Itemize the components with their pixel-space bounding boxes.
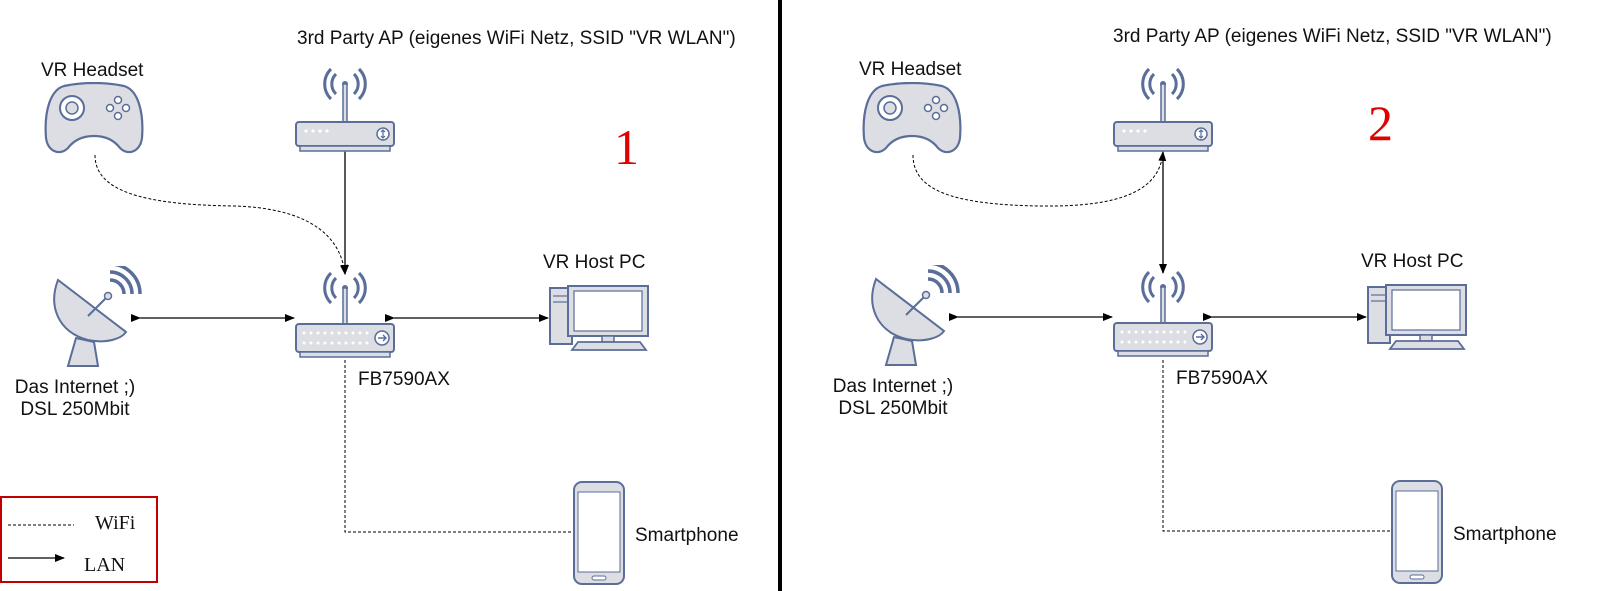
ap-label: 3rd Party AP (eigenes WiFi Netz, SSID "V… [1113,26,1552,47]
smartphone-label: Smartphone [1453,524,1557,545]
gamepad-icon [862,82,962,154]
wifi-link-headset-ap [912,151,1167,207]
router-icon [295,272,395,358]
satellite-dish-icon [871,265,960,366]
satellite-dish-icon [53,266,142,367]
legend-swatches [8,524,74,562]
connection-lines [912,143,1390,532]
router-icon [1113,271,1213,357]
access-point-icon [1113,67,1213,152]
internet-label: Das Internet ;) DSL 250Mbit [818,376,968,420]
diagram-panel-2: 3rd Party AP (eigenes WiFi Netz, SSID "V… [782,0,1562,591]
smartphone-icon [1391,480,1443,584]
internet-label-line-1: Das Internet ;) [14,377,136,398]
host-label: VR Host PC [543,252,646,273]
panel-number: 1 [614,119,639,175]
legend-wifi-label: WiFi [95,512,136,534]
host-label: VR Host PC [1361,251,1464,272]
smartphone-label: Smartphone [635,525,739,546]
wifi-link-router-smartphone [1162,360,1390,532]
desktop-computer-icon [549,285,649,351]
panel-divider [778,0,782,591]
desktop-computer-icon [1367,284,1467,350]
headset-label: VR Headset [41,60,144,81]
wifi-link-headset-router [94,154,348,275]
wifi-link-router-smartphone [344,360,573,533]
gamepad-icon [44,82,144,154]
internet-label-line-2: DSL 250Mbit [838,398,948,419]
internet-label-line-1: Das Internet ;) [832,376,954,397]
connection-lines [94,143,573,533]
internet-label: Das Internet ;) DSL 250Mbit [0,377,150,421]
smartphone-icon [573,481,625,585]
access-point-icon [295,67,395,152]
panel-number: 2 [1368,95,1393,151]
router-label: FB7590AX [1176,368,1268,389]
legend-box: WiFi LAN [0,496,158,583]
internet-label-line-2: DSL 250Mbit [20,399,130,420]
legend-lan-label: LAN [84,554,126,576]
headset-label: VR Headset [859,59,962,80]
diagram-panel-1: 3rd Party AP (eigenes WiFi Netz, SSID "V… [0,0,780,591]
ap-label: 3rd Party AP (eigenes WiFi Netz, SSID "V… [297,28,736,49]
router-label: FB7590AX [358,369,450,390]
